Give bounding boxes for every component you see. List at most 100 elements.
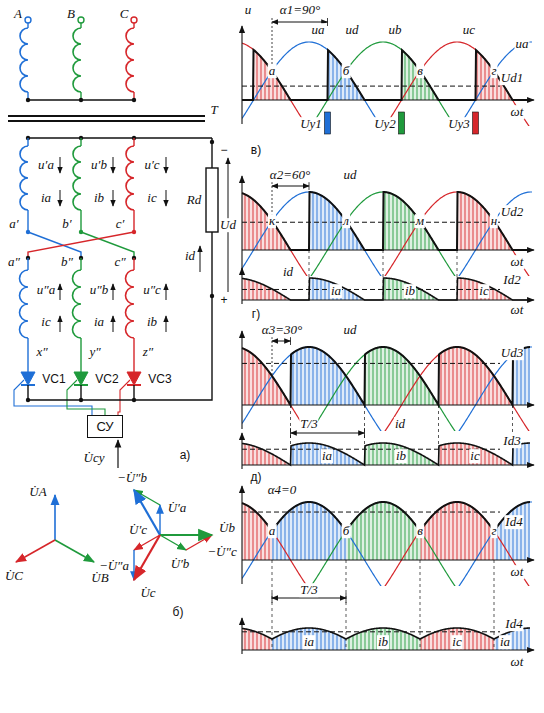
- waveform-panel: [242, 176, 534, 308]
- label: ia: [321, 449, 333, 463]
- phasor: [16, 540, 55, 562]
- label: в): [250, 144, 262, 157]
- angle-tick: [309, 182, 310, 190]
- label: Ud3: [500, 346, 524, 360]
- axis: [241, 26, 242, 124]
- label: Id3: [502, 434, 521, 448]
- label: ic: [469, 449, 480, 463]
- phase-voltage: [242, 347, 532, 431]
- label: Ud2: [500, 205, 524, 219]
- period-dimension: [291, 433, 365, 434]
- winding: [73, 146, 81, 210]
- label: C: [119, 7, 130, 21]
- phasor: [160, 534, 212, 536]
- label: α3=30°: [261, 323, 303, 337]
- label: u″c: [142, 283, 162, 297]
- phase-voltage: [242, 192, 532, 276]
- label: Uу1: [299, 117, 323, 131]
- label: ud: [345, 23, 360, 37]
- winding: [126, 28, 134, 92]
- conduction-area: [421, 628, 495, 650]
- phase-voltage: [242, 347, 532, 431]
- winding: [20, 270, 29, 338]
- label: a′: [8, 217, 19, 231]
- label: T/3: [299, 417, 318, 431]
- axis: [242, 649, 534, 650]
- commutation-line: [309, 250, 310, 300]
- label: ia: [93, 315, 105, 329]
- label: ib: [395, 449, 407, 463]
- wire: [28, 137, 212, 138]
- label: Id4: [504, 515, 523, 529]
- current-arrow: [113, 316, 114, 332]
- label: ib: [146, 315, 158, 329]
- phase-voltage: [242, 502, 532, 586]
- current-arrow: [166, 316, 167, 332]
- winding: [73, 28, 81, 92]
- current-arrow: [60, 316, 61, 332]
- rectified-voltage: [242, 192, 530, 250]
- period-tick: [272, 593, 273, 603]
- control-arrow: [117, 440, 118, 468]
- phase-voltage: [242, 502, 532, 586]
- gate-wire: [67, 380, 105, 416]
- thyristor-symbol: [74, 372, 88, 385]
- conduction-area: [347, 502, 421, 560]
- label: ωt: [510, 105, 525, 119]
- label: a″: [7, 255, 21, 269]
- label: б: [342, 524, 351, 538]
- label: б): [172, 606, 185, 619]
- phasor-diagram: [16, 490, 212, 580]
- label: −U̇″c: [206, 545, 237, 559]
- label: b″: [60, 255, 74, 269]
- label: c″: [113, 255, 126, 269]
- label: г: [490, 524, 497, 538]
- winding: [73, 270, 81, 338]
- junction-dot: [79, 98, 83, 102]
- commutation-line: [438, 405, 439, 465]
- phase-voltage: [242, 192, 532, 276]
- label: Id4: [504, 617, 523, 631]
- angle-tick: [290, 337, 291, 345]
- label: U̇′c: [128, 523, 148, 537]
- conduction-area: [242, 193, 310, 250]
- label: U̇b: [218, 521, 236, 535]
- label: VC2: [94, 373, 119, 386]
- label: ωt: [510, 655, 525, 669]
- axis: [241, 618, 242, 654]
- label: ia: [303, 635, 315, 649]
- control-pulse: [325, 112, 331, 134]
- wire: [80, 258, 81, 270]
- transformer-core: [8, 115, 205, 117]
- average-level: [242, 289, 500, 290]
- label: Uу3: [447, 117, 471, 131]
- average-level: [242, 512, 500, 513]
- rectified-voltage: [242, 50, 530, 100]
- voltage-arrow: [113, 157, 114, 173]
- axis: [242, 559, 534, 560]
- terminal: [78, 17, 84, 23]
- axis: [241, 433, 242, 469]
- label: ωt: [510, 255, 525, 269]
- phase-voltage: [242, 42, 532, 126]
- label: ud: [343, 168, 358, 182]
- winding: [20, 28, 28, 92]
- average-level: [242, 363, 500, 364]
- label: U̇c: [139, 586, 156, 600]
- voltage-arrow: [60, 284, 61, 300]
- label: ud: [343, 323, 358, 337]
- conduction-area: [458, 192, 531, 250]
- average-level: [242, 449, 500, 450]
- control-unit-box: СУ: [87, 415, 122, 438]
- label: u′b: [90, 158, 108, 172]
- label: c′: [115, 217, 126, 231]
- terminal: [25, 17, 31, 23]
- label: а): [179, 449, 192, 462]
- conduction-area: [310, 192, 384, 250]
- label: id: [184, 249, 196, 263]
- winding: [126, 146, 134, 210]
- voltage-arrow: [60, 157, 61, 173]
- label: z″: [142, 345, 154, 359]
- current-arrow: [200, 246, 201, 272]
